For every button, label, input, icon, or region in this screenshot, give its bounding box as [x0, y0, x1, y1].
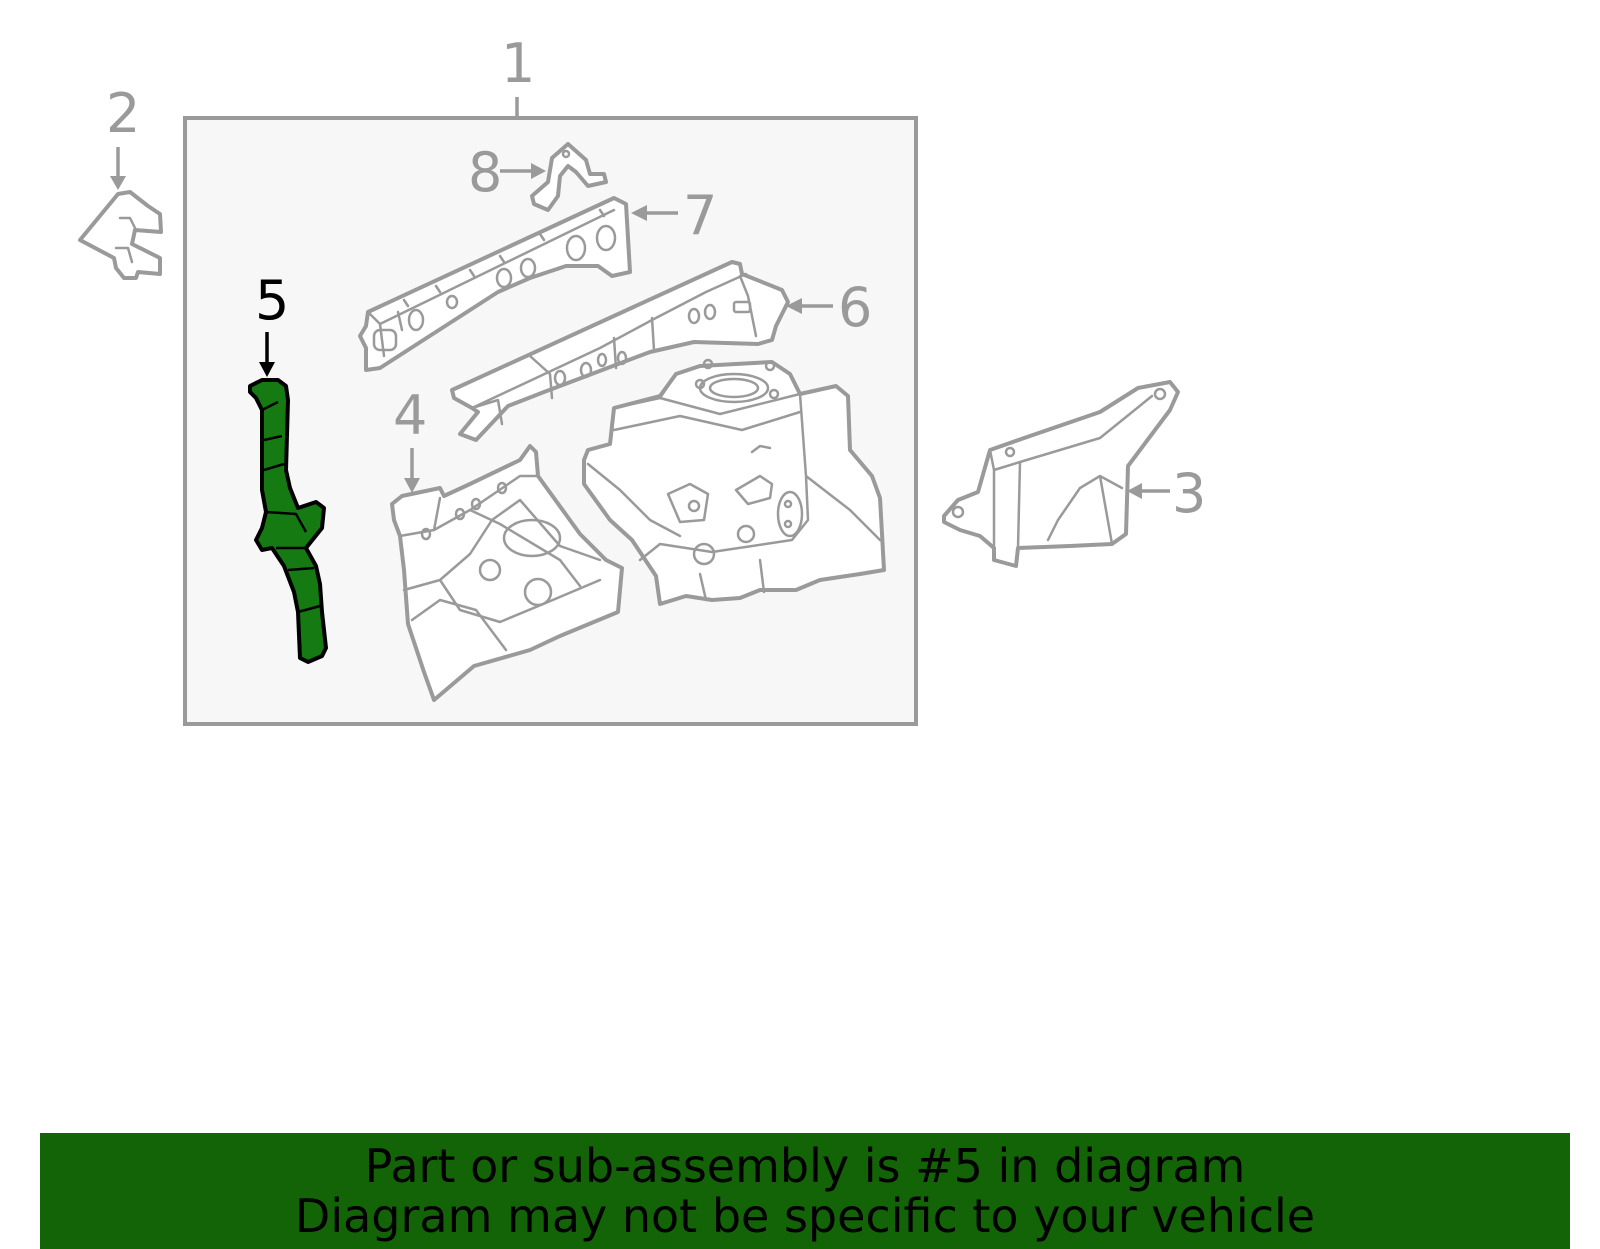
part-2-bracket[interactable] — [78, 190, 163, 280]
arrow-4 — [404, 448, 420, 493]
banner-line-1: Part or sub-assembly is #5 in diagram — [364, 1139, 1246, 1193]
part-8-bracket[interactable] — [530, 142, 608, 212]
part-3-panel[interactable] — [942, 380, 1180, 568]
arrow-7 — [631, 205, 678, 221]
part-7-rail[interactable] — [358, 196, 632, 372]
callout-8[interactable]: 8 — [468, 141, 502, 204]
callout-4[interactable]: 4 — [393, 384, 427, 447]
arrow-5 — [259, 332, 275, 377]
callout-3[interactable]: 3 — [1172, 462, 1206, 525]
part-6-rail[interactable] — [450, 260, 790, 442]
banner-line-2: Diagram may not be specific to your vehi… — [294, 1189, 1316, 1243]
arrow-3 — [1127, 483, 1170, 499]
arrow-8 — [500, 163, 546, 179]
notice-banner: Part or sub-assembly is #5 in diagram Di… — [40, 1133, 1570, 1249]
arrow-6 — [786, 298, 833, 314]
part-5-highlighted[interactable] — [248, 378, 328, 664]
callout-6[interactable]: 6 — [838, 276, 872, 339]
part-4-apron[interactable] — [390, 444, 624, 702]
callout-1[interactable]: 1 — [501, 32, 535, 95]
callout-5[interactable]: 5 — [255, 269, 289, 332]
callout-7[interactable]: 7 — [683, 184, 717, 247]
arrow-2 — [110, 147, 126, 190]
callout-2[interactable]: 2 — [106, 82, 140, 145]
part-strut-tower[interactable] — [582, 358, 886, 606]
